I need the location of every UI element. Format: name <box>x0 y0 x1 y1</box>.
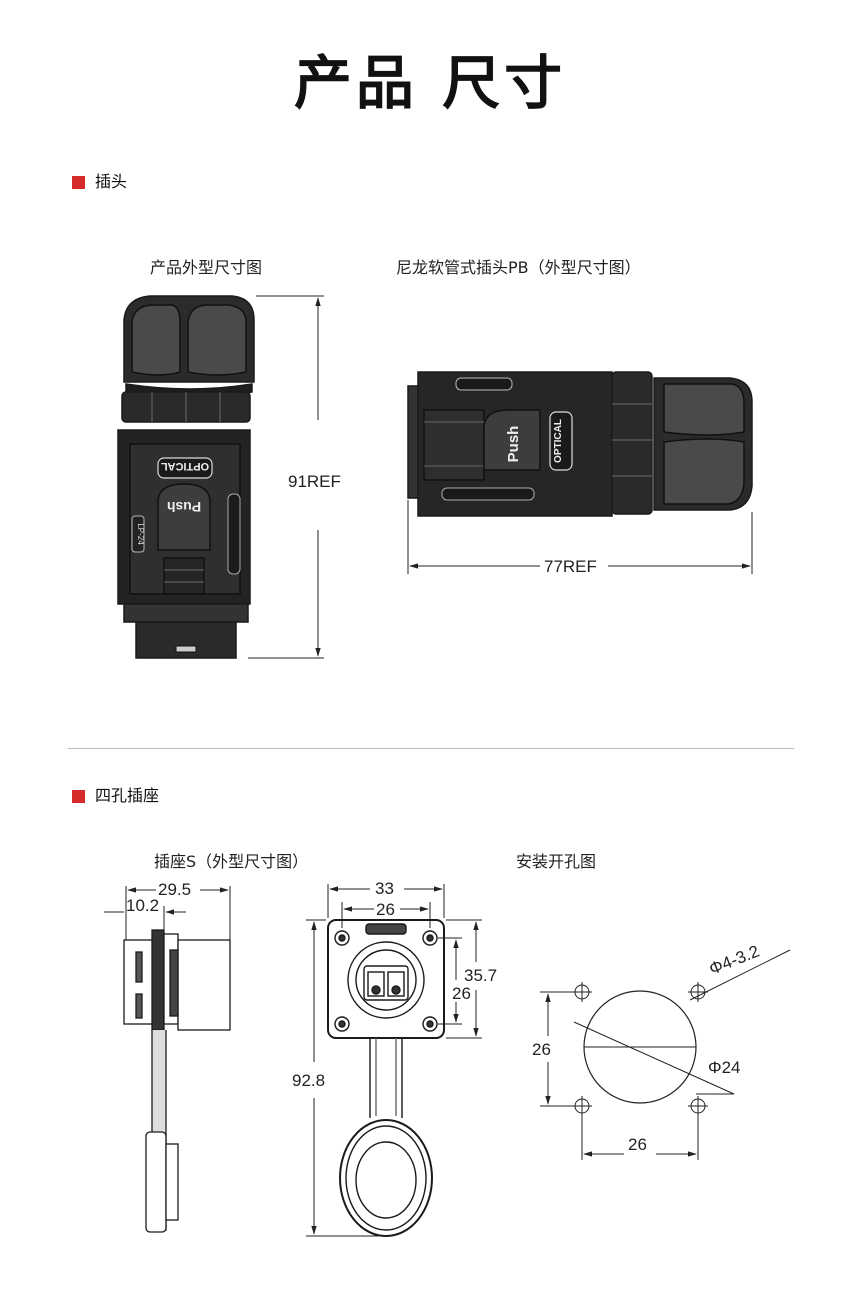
socket-inner-height-value: 26 <box>452 984 471 1003</box>
plug-height-dimension <box>248 295 324 659</box>
section-heading-plug-label: 插头 <box>95 172 128 191</box>
socket-outline-caption: 插座S（外型尺寸图） <box>154 852 309 871</box>
socket-front-view <box>327 919 445 1237</box>
plug-side-optical-label: OPTICAL <box>553 419 564 463</box>
cutout-horizontal-value: 26 <box>628 1135 647 1154</box>
plug-model-label: LP-24 <box>136 523 145 545</box>
plug-height-value: 91REF <box>288 472 341 491</box>
plug-push-label: Push <box>167 499 201 515</box>
mounting-hole-icon <box>572 982 592 1002</box>
center-hole-spec: Φ24 <box>708 1058 740 1077</box>
plug-length-dimension <box>407 500 753 574</box>
section-heading-socket-label: 四孔插座 <box>95 786 160 805</box>
mounting-hole-spec: Φ4-3.2 <box>706 941 762 978</box>
section-divider <box>68 748 794 749</box>
socket-inner-width-value: 26 <box>376 900 395 919</box>
socket-outer-width-value: 33 <box>375 879 394 898</box>
plug-length-value: 77REF <box>544 557 597 576</box>
socket-side-dimensions <box>104 886 231 940</box>
socket-flange-value: 10.2 <box>126 896 159 915</box>
plug-optical-label: OPTICAL <box>161 460 210 472</box>
socket-depth-value: 29.5 <box>158 880 191 899</box>
mounting-hole-icon <box>688 1096 708 1116</box>
socket-outer-height-value: 35.7 <box>464 966 497 985</box>
plug-front-view: OPTICAL Push LP-24 <box>117 295 255 659</box>
section-heading-plug: 插头 <box>72 172 127 192</box>
plug-side-push-label: Push <box>505 426 522 463</box>
cutout-vertical-value: 26 <box>532 1040 551 1059</box>
page-title: 产品 尺寸 <box>293 49 567 117</box>
socket-side-view <box>123 929 231 1233</box>
section-marker-icon <box>72 789 85 803</box>
socket-front-dimensions <box>306 884 482 1237</box>
plug-side-caption: 尼龙软管式插头PB（外型尺寸图） <box>396 258 641 277</box>
mounting-hole-icon <box>572 1096 592 1116</box>
panel-cutout-caption: 安装开孔图 <box>516 852 597 871</box>
panel-cutout-view <box>540 949 791 1160</box>
plug-front-caption: 产品外型尺寸图 <box>150 258 263 277</box>
section-heading-socket: 四孔插座 <box>72 786 159 806</box>
socket-total-length-value: 92.8 <box>292 1071 325 1090</box>
plug-side-view: Push OPTICAL <box>407 371 753 517</box>
section-marker-icon <box>72 175 85 189</box>
